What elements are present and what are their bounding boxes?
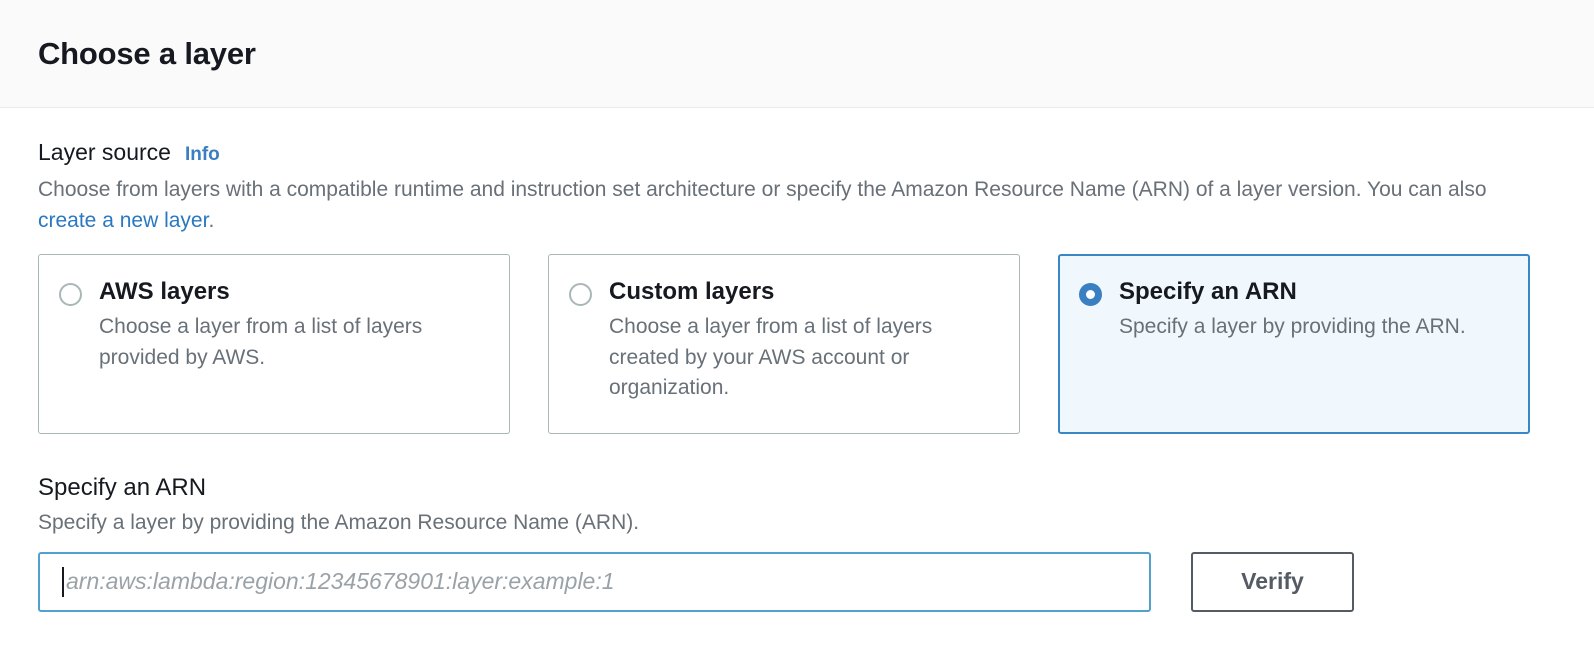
panel-body: Layer source Info Choose from layers wit… xyxy=(0,108,1594,612)
text-caret xyxy=(62,566,64,597)
arn-input-field[interactable]: arn:aws:lambda:region:12345678901:layer:… xyxy=(38,551,1151,612)
radio-card-specify-an-arn-title: Specify an ARN xyxy=(1119,278,1297,306)
radio-card-specify-an-arn-description: Specify a layer by providing the ARN. xyxy=(1119,315,1466,339)
radio-card-specify-an-arn[interactable]: Specify an ARN Specify a layer by provid… xyxy=(1058,254,1530,435)
radio-card-aws-layers-text: AWS layers Choose a layer from a list of… xyxy=(99,277,489,373)
layer-source-label: Layer source xyxy=(38,139,171,165)
radio-icon-specify-an-arn[interactable] xyxy=(1079,283,1102,307)
radio-card-custom-layers-text: Custom layers Choose a layer from a list… xyxy=(609,277,999,404)
radio-icon-aws-layers[interactable] xyxy=(59,283,82,307)
layer-source-description-period: . xyxy=(208,208,215,232)
radio-card-custom-layers[interactable]: Custom layers Choose a layer from a list… xyxy=(548,254,1020,435)
radio-card-aws-layers-description: Choose a layer from a list of layers pro… xyxy=(99,315,423,369)
radio-card-custom-layers-title: Custom layers xyxy=(609,278,775,306)
arn-section-description: Specify a layer by providing the Amazon … xyxy=(38,511,640,535)
layer-source-label-row: Layer source Info xyxy=(38,138,1556,168)
verify-button[interactable]: Verify xyxy=(1191,551,1354,612)
arn-input-placeholder: arn:aws:lambda:region:12345678901:layer:… xyxy=(66,568,615,595)
panel-header: Choose a layer xyxy=(0,0,1594,108)
layer-source-description-text: Choose from layers with a compatible run… xyxy=(38,177,1487,201)
layer-source-options: AWS layers Choose a layer from a list of… xyxy=(38,254,1556,435)
page-title: Choose a layer xyxy=(38,35,256,71)
info-link[interactable]: Info xyxy=(184,144,220,165)
radio-card-aws-layers[interactable]: AWS layers Choose a layer from a list of… xyxy=(38,254,510,435)
radio-card-aws-layers-title: AWS layers xyxy=(99,278,230,306)
arn-section-title: Specify an ARN xyxy=(38,474,207,502)
radio-card-specify-an-arn-text: Specify an ARN Specify a layer by provid… xyxy=(1119,277,1466,343)
radio-card-custom-layers-description: Choose a layer from a list of layers cre… xyxy=(609,315,933,400)
radio-icon-custom-layers[interactable] xyxy=(569,283,592,307)
create-a-new-layer-link[interactable]: create a new layer xyxy=(38,208,209,232)
layer-source-description: Choose from layers with a compatible run… xyxy=(38,174,1488,236)
arn-input-row: arn:aws:lambda:region:12345678901:layer:… xyxy=(38,551,1556,612)
